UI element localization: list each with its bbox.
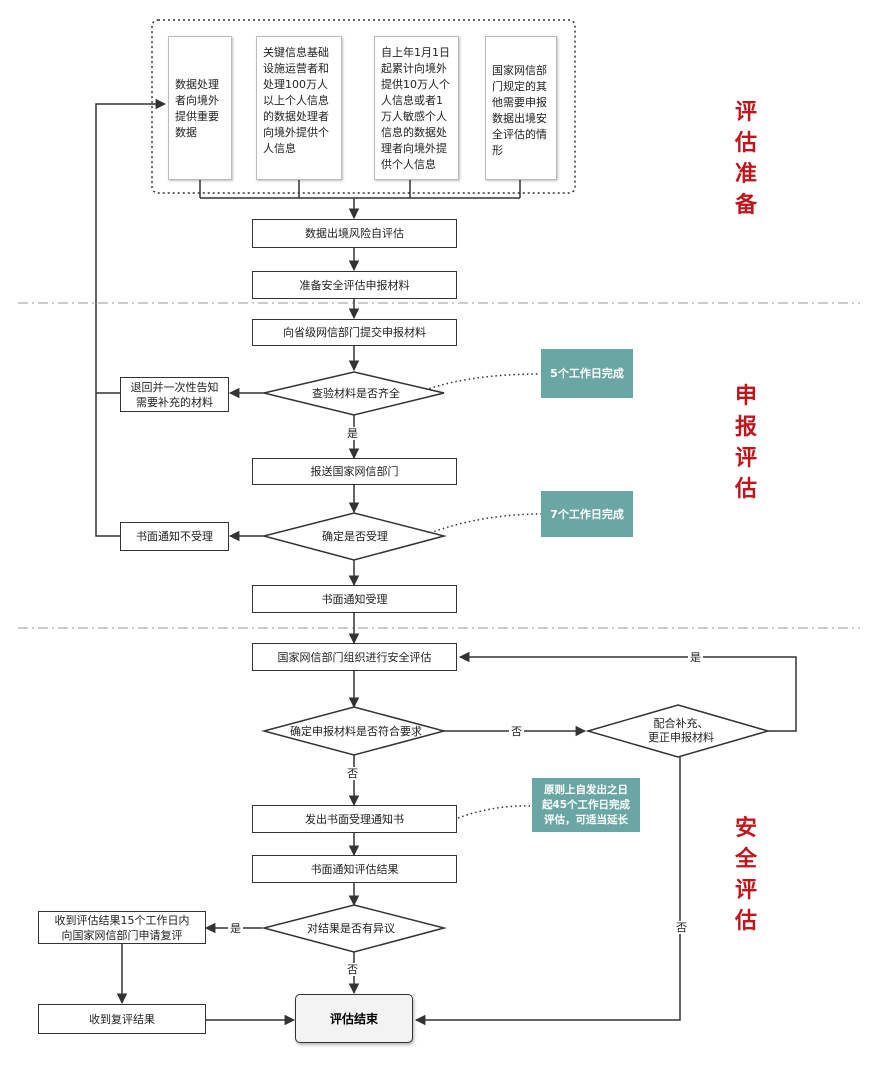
issue-notice-step: 发出书面受理通知书 <box>252 805 457 833</box>
self-assessment-step: 数据出境风险自评估 <box>252 219 457 248</box>
objection-text: 对结果是否有异议 <box>307 922 395 935</box>
condition-card-2: 关键信息基础 设施运营者和 处理100万人 以上个人信息 的数据处理者 向境外提… <box>256 36 342 180</box>
label-yes-complete: 是 <box>345 427 360 440</box>
submit-materials-step: 向省级网信部门提交申报材料 <box>252 319 457 346</box>
check-complete-text: 查验材料是否齐全 <box>312 387 400 400</box>
notify-result-step: 书面通知评估结果 <box>252 855 457 883</box>
check-requirements-text: 确定申报材料是否符合要求 <box>290 725 422 738</box>
end-terminal: 评估结束 <box>295 994 413 1043</box>
note-45-days: 原则上自发出之日 起45个工作日完成 评估，可适当延长 <box>532 778 640 832</box>
conditions-group-border <box>151 19 576 194</box>
phase-title-apply: 申 报 评 估 <box>734 384 757 502</box>
supplement-text: 配合补充、 更正申报材料 <box>648 717 714 744</box>
decide-accept-text: 确定是否受理 <box>322 530 388 543</box>
label-no-objection: 否 <box>345 963 360 976</box>
organize-assessment-step: 国家网信部门组织进行安全评估 <box>252 643 457 671</box>
note-7-days: 7个工作日完成 <box>541 491 633 537</box>
check-complete-diamond <box>263 371 445 416</box>
accepted-step: 书面通知受理 <box>252 585 457 613</box>
not-accepted-step: 书面通知不受理 <box>120 522 229 551</box>
label-yes-objection: 是 <box>228 922 243 935</box>
apply-review-step: 收到评估结果15个工作日内 向国家网信部门申请复评 <box>38 911 206 944</box>
condition-card-3: 自上年1月1日 起累计向境外 提供10万人个 人信息或者1 万人敏感个人 信息的… <box>374 36 459 180</box>
note-5-days: 5个工作日完成 <box>541 349 633 398</box>
forward-national-step: 报送国家网信部门 <box>252 458 457 485</box>
supplement-diamond <box>585 704 771 758</box>
label-no-accept-notice: 否 <box>345 767 360 780</box>
decide-accept-diamond <box>261 512 447 561</box>
review-result-step: 收到复评结果 <box>38 1004 206 1034</box>
label-no-requirements: 否 <box>509 725 524 738</box>
prepare-materials-step: 准备安全评估申报材料 <box>252 271 457 299</box>
phase-title-prep: 评 估 准 备 <box>734 100 757 218</box>
condition-card-4: 国家网信部 门规定的其 他需要申报 数据出境安 全评估的情 形 <box>485 36 557 180</box>
label-no-supplement-end: 否 <box>674 921 689 934</box>
condition-card-1: 数据处理 者向境外 提供重要 数据 <box>168 36 232 180</box>
return-materials-step: 退回并一次性告知 需要补充的材料 <box>120 377 229 412</box>
objection-diamond <box>261 904 447 953</box>
label-yes-supplement: 是 <box>688 651 703 664</box>
check-requirements-diamond <box>261 706 447 756</box>
phase-title-assess: 安 全 评 估 <box>734 816 757 934</box>
